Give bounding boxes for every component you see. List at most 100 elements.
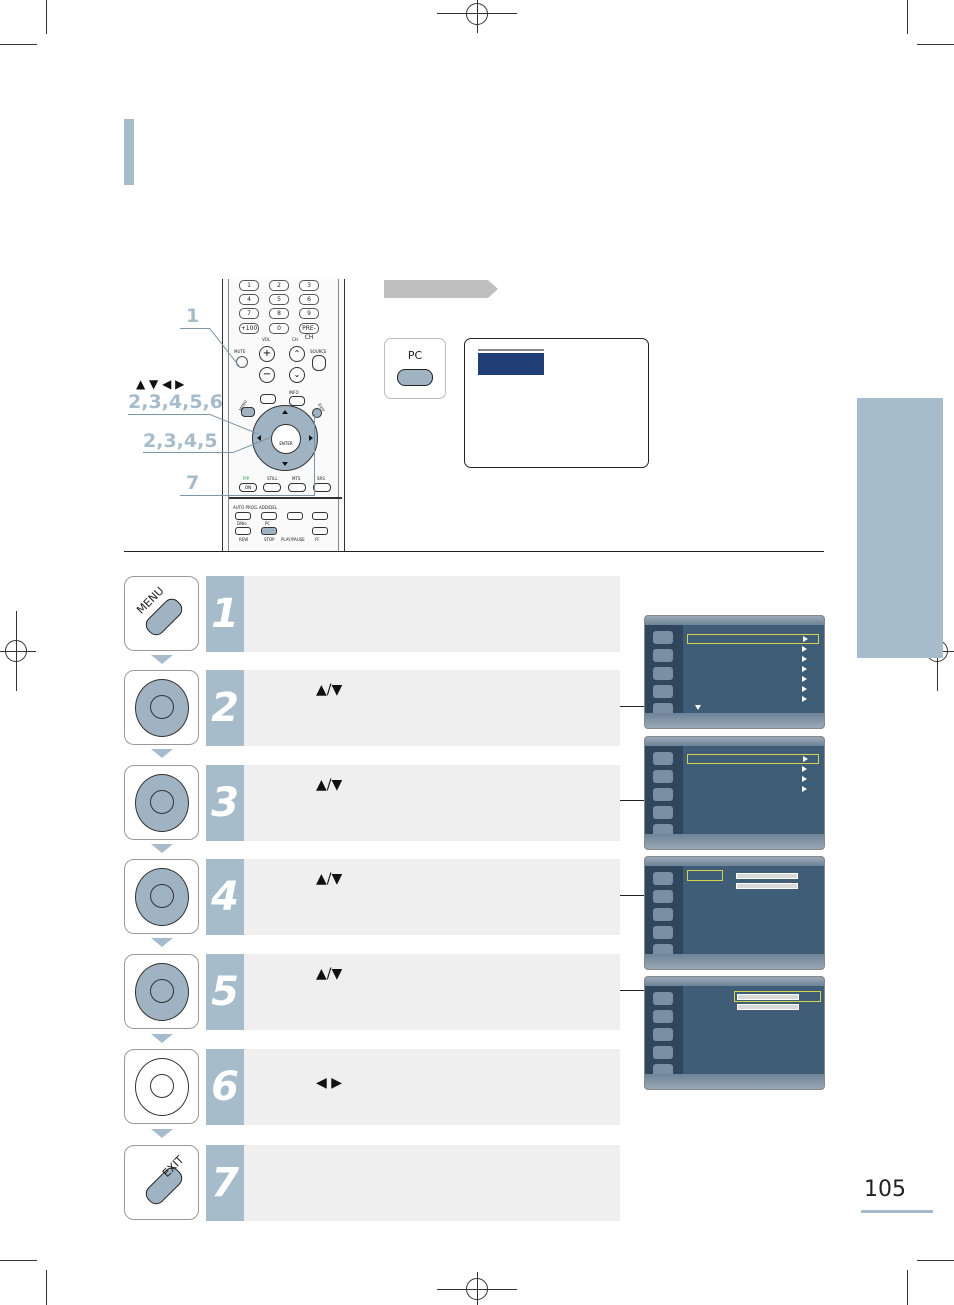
osd-slider [737, 1004, 799, 1010]
menu-button[interactable] [241, 407, 255, 417]
step-down-arrow-icon [151, 938, 173, 947]
osd-icon-column [645, 625, 683, 716]
num-key-5[interactable]: 5 [269, 294, 289, 305]
osd-screen-adjust-slider [644, 976, 825, 1090]
pc-button-small[interactable] [261, 527, 277, 535]
setup-icon [653, 703, 673, 716]
vol-up-button[interactable]: + [259, 346, 275, 362]
tilt-button[interactable] [287, 512, 303, 520]
source-osd-illustration [464, 338, 649, 468]
osd-menu-row [687, 645, 817, 653]
num-key-3[interactable]: 3 [299, 280, 319, 291]
osd-title-bar [645, 737, 824, 746]
registration-mark [466, 1278, 488, 1300]
osd-help-bar [645, 834, 824, 849]
ch-down-button[interactable]: ⌄ [289, 367, 305, 383]
crop-mark [46, 0, 47, 34]
auto-prog-button[interactable] [235, 512, 251, 520]
osd-arrow-icon [802, 656, 807, 662]
osd-menu-row [687, 695, 817, 703]
dpad-icon [135, 1058, 189, 1116]
step-2-keys: ▲/▼ [316, 682, 343, 698]
num-key-8[interactable]: 8 [269, 308, 289, 319]
step-4-icon [124, 859, 199, 934]
step-7-number: 7 [206, 1145, 244, 1221]
exit-button[interactable] [312, 408, 322, 418]
sound-icon [653, 667, 673, 680]
enter-button[interactable]: ENTER [271, 424, 301, 454]
leader-line [128, 414, 210, 415]
num-key-0[interactable]: 0 [269, 323, 289, 334]
step-1-body [244, 576, 620, 652]
crop-mark [0, 44, 37, 45]
mute-label: MUTE [234, 349, 246, 354]
picture-icon [653, 649, 673, 662]
ch-up-button[interactable]: ⌃ [289, 346, 305, 362]
step-down-arrow-icon [151, 844, 173, 853]
srs-button[interactable] [313, 483, 331, 492]
num-key-7[interactable]: 7 [239, 308, 259, 319]
step-2-icon [124, 670, 199, 745]
num-key-1[interactable]: 1 [239, 280, 259, 291]
auto-prog-label: AUTO PROG. [233, 505, 259, 510]
osd-menu-row [687, 634, 819, 644]
osd-screen-adjust-list [644, 856, 825, 970]
mts-button[interactable] [288, 483, 306, 492]
dnie-button[interactable] [235, 527, 251, 535]
step-6-keys: ◀ ▶ [316, 1075, 342, 1091]
connector-line [620, 706, 644, 707]
ch-up-lower-button[interactable] [312, 512, 328, 520]
input-icon [653, 872, 673, 885]
input-icon [653, 752, 673, 765]
osd-icon-column [645, 746, 683, 837]
step-3-body: ▲/▼ [244, 765, 620, 841]
srs-label: SRS [317, 476, 325, 481]
info-label: INFO [289, 390, 299, 395]
dpad-right-icon [309, 435, 313, 441]
step-4-keys: ▲/▼ [316, 871, 343, 887]
num-key-plus100[interactable]: +100 [239, 323, 259, 334]
osd-arrow-icon [802, 696, 807, 702]
vol-down-button[interactable]: − [259, 367, 275, 383]
step-7-icon: EXIT [124, 1145, 199, 1220]
leader-line [314, 414, 315, 495]
ch-label: CH [292, 337, 298, 342]
section-divider [124, 551, 824, 552]
channel-icon [653, 1046, 673, 1059]
pre-ch-key[interactable]: PRE-CH [299, 323, 319, 341]
pc-label-small: PC [265, 521, 271, 526]
osd-menu-row [687, 765, 817, 773]
info-button[interactable] [289, 396, 305, 406]
osd-title-bar [645, 616, 824, 625]
step-5-keys: ▲/▼ [316, 966, 343, 982]
osd-arrow-icon [802, 646, 807, 652]
num-key-9[interactable]: 9 [299, 308, 319, 319]
pc-button[interactable] [397, 369, 433, 386]
callout-arrow-keys: ▲ ▼ ◀ ▶ [136, 377, 185, 391]
osd-screen-main-menu [644, 615, 825, 729]
still-button[interactable] [263, 483, 281, 492]
picture-icon [653, 770, 673, 783]
add-del-button[interactable] [261, 512, 277, 520]
crop-mark [917, 44, 954, 45]
enter-key-icon [150, 790, 174, 814]
step-2-number: 2 [206, 670, 244, 746]
osd-title-bar [645, 977, 824, 986]
num-key-6[interactable]: 6 [299, 294, 319, 305]
anynet-button[interactable] [260, 394, 276, 404]
mts-label: MTS [292, 476, 301, 481]
setup-icon [653, 1064, 673, 1077]
osd-screen-submenu [644, 736, 825, 850]
dpad[interactable]: ENTER [252, 405, 318, 471]
ch-down-lower-button[interactable] [312, 527, 328, 535]
step-4-number: 4 [206, 859, 244, 935]
source-button[interactable] [312, 355, 326, 371]
chapter-side-tab [857, 398, 943, 658]
pip-on-button[interactable]: ON [239, 483, 257, 492]
num-key-4[interactable]: 4 [239, 294, 259, 305]
num-key-2[interactable]: 2 [269, 280, 289, 291]
crop-mark [907, 1270, 908, 1305]
crop-mark [907, 0, 908, 34]
enter-key-icon [150, 1074, 174, 1098]
step-5-body: ▲/▼ [244, 954, 620, 1030]
